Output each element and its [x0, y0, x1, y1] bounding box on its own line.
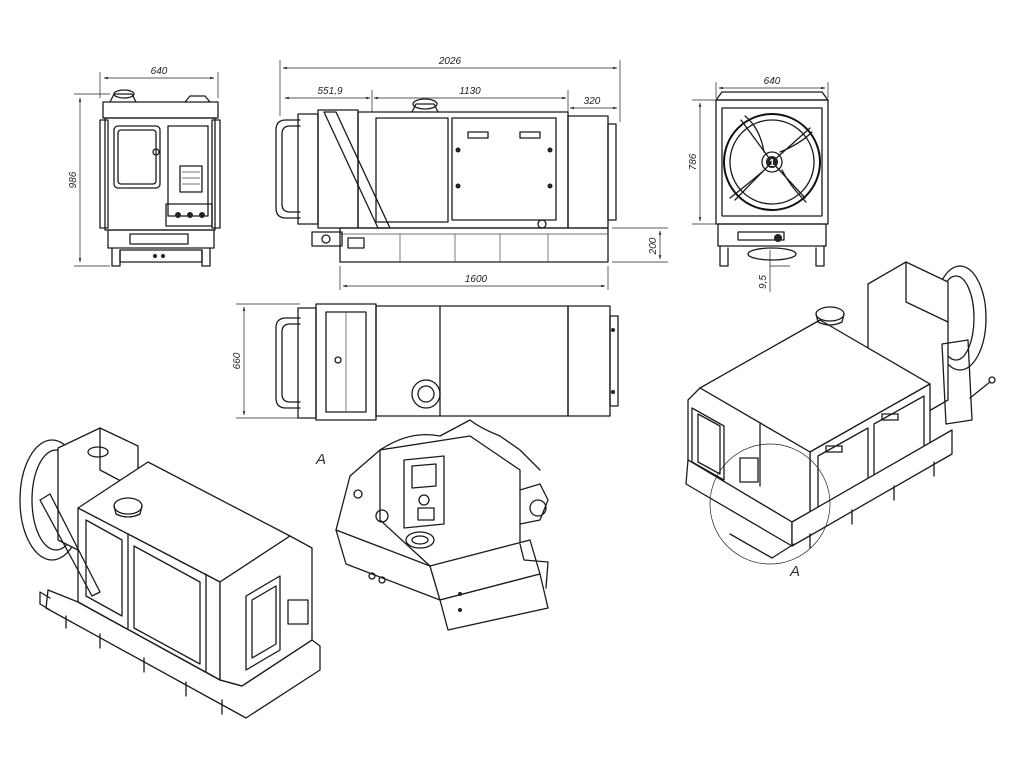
side-right-segment-label: 320 [584, 96, 601, 107]
rear-offset-label: 9,5 [758, 275, 769, 289]
side-left-segment-label: 551,9 [317, 86, 342, 97]
fan-badge: 1 [769, 158, 775, 169]
front-height-label: 986 [68, 171, 79, 188]
detail-reference-letter: A [315, 451, 326, 468]
side-base-length-label: 1600 [465, 274, 488, 285]
top-width-label: 660 [232, 352, 243, 369]
top-view: 660 [232, 303, 619, 421]
isometric-view-left [19, 427, 321, 719]
side-overall-length-label: 2026 [438, 56, 462, 67]
isometric-view-right [685, 261, 996, 565]
side-base-height-label: 200 [648, 237, 659, 255]
detail-a-view [335, 419, 549, 631]
side-middle-segment-label: 1130 [459, 86, 481, 97]
front-view: 640 986 [68, 66, 221, 267]
front-width-label: 640 [151, 66, 168, 77]
rear-width-label: 640 [764, 76, 781, 87]
side-view: 2026 551,9 1130 320 1600 200 [275, 56, 668, 290]
rear-height-label: 786 [688, 153, 699, 170]
detail-callout-letter: A [789, 563, 800, 580]
rear-view: 1 640 786 9,5 [688, 76, 829, 292]
